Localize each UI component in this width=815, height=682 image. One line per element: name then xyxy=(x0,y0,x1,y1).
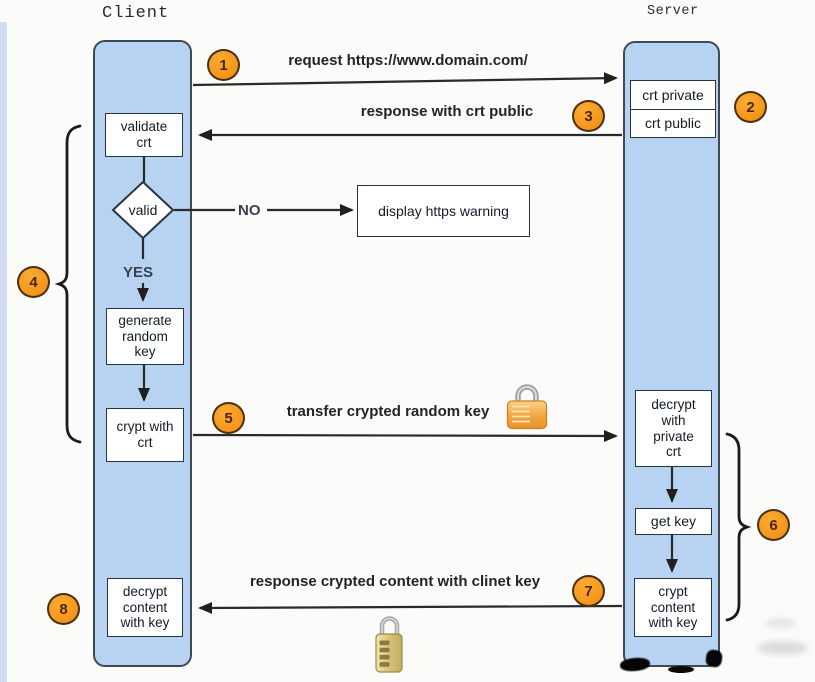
message-transfer-key: transfer crypted random key xyxy=(286,403,490,420)
node-crypt-content-with-key: crypt content with key xyxy=(634,578,712,637)
step-4-badge: 4 xyxy=(17,266,50,298)
step-7-badge: 7 xyxy=(572,575,605,607)
step-2-badge: 2 xyxy=(734,91,767,123)
step-8-badge: 8 xyxy=(47,593,80,625)
arrow-transfer-key xyxy=(192,429,618,442)
server-title: Server xyxy=(647,4,699,19)
step-1-badge: 1 xyxy=(207,49,240,81)
message-request: request https://www.domain.com/ xyxy=(288,52,528,69)
artifact-smudge xyxy=(766,618,796,628)
node-decrypt-content-with-key: decrypt content with key xyxy=(107,578,183,637)
left-edge-strip xyxy=(0,22,7,682)
message-response-public: response with crt public xyxy=(360,103,534,120)
step-6-badge: 6 xyxy=(757,509,790,541)
message-response-content: response crypted content with clinet key xyxy=(249,573,541,590)
label-no: NO xyxy=(238,202,261,219)
node-crypt-with-crt: crypt with crt xyxy=(106,408,184,462)
step-5-badge: 5 xyxy=(212,402,245,434)
artifact-smudge xyxy=(668,666,694,673)
node-generate-random-key: generate random key xyxy=(106,308,184,365)
valid-decision-label: valid xyxy=(128,202,158,218)
label-yes: YES xyxy=(123,264,154,281)
node-crt-pair: crt private crt public xyxy=(630,80,716,138)
brace-step4 xyxy=(54,124,82,444)
step-3-badge: 3 xyxy=(572,100,605,132)
node-decrypt-with-private-crt: decrypt with private crt xyxy=(635,390,712,467)
node-crt-public: crt public xyxy=(644,115,702,132)
artifact-smudge xyxy=(758,641,808,655)
client-title: Client xyxy=(102,4,170,23)
node-get-key: get key xyxy=(635,508,712,535)
padlock-icon xyxy=(506,384,548,430)
node-crt-private: crt private xyxy=(631,81,715,110)
arrow-response-content xyxy=(198,601,623,614)
node-display-https-warning: display https warning xyxy=(357,185,530,237)
brace-step6 xyxy=(725,432,752,622)
arrow-request xyxy=(192,72,618,87)
node-validate-crt: validate crt xyxy=(105,113,183,157)
artifact-smudge xyxy=(704,648,724,669)
artifact-smudge xyxy=(619,656,651,673)
combination-lock-icon xyxy=(375,616,403,673)
